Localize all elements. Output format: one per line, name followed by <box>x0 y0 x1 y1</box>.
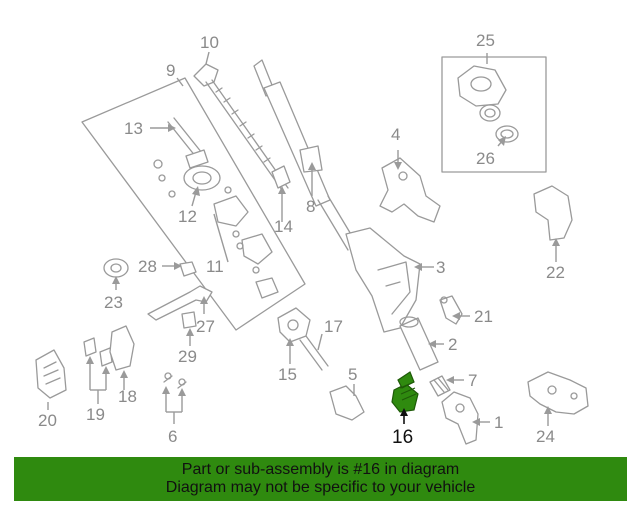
label-part-7: 7 <box>468 371 477 390</box>
label-part-8: 8 <box>306 197 315 216</box>
parts-diagram: 10 9 13 12 11 14 8 4 3 25 26 22 21 2 7 1… <box>35 31 589 448</box>
part-29-shape <box>181 311 197 329</box>
label-part-20: 20 <box>38 411 57 430</box>
label-part-16: 16 <box>392 427 413 448</box>
part-24-shape <box>527 371 589 415</box>
label-part-18: 18 <box>118 387 137 406</box>
label-part-29: 29 <box>178 347 197 366</box>
part-28-shape <box>179 261 197 277</box>
banner-line-part-reference: Part or sub-assembly is #16 in diagram <box>181 461 460 478</box>
banner-line-disclaimer: Diagram may not be specific to your vehi… <box>165 479 476 496</box>
part-3-shape <box>345 227 421 333</box>
label-part-15: 15 <box>278 365 297 384</box>
part-17-shape <box>299 335 329 371</box>
part-26-shape <box>495 125 519 143</box>
label-part-14: 14 <box>274 217 293 236</box>
label-part-2: 2 <box>448 335 457 354</box>
part-11-shape <box>153 159 279 299</box>
label-part-5: 5 <box>348 365 357 384</box>
label-part-19: 19 <box>86 405 105 424</box>
label-part-25: 25 <box>476 31 495 50</box>
part-2-shape <box>399 316 439 371</box>
part-12-shape <box>183 165 221 191</box>
part-info-banner: Part or sub-assembly is #16 in diagram D… <box>14 457 627 501</box>
part-14-shape <box>271 165 291 189</box>
label-part-10: 10 <box>200 33 219 52</box>
part-19-shape <box>83 337 113 367</box>
label-part-23: 23 <box>104 293 123 312</box>
part-8-shape <box>253 59 359 251</box>
part-15-shape <box>277 307 311 343</box>
label-part-21: 21 <box>474 307 493 326</box>
label-part-11: 11 <box>206 257 224 276</box>
leader-lines <box>47 51 560 426</box>
part-25-shape <box>457 65 507 122</box>
label-part-12: 12 <box>178 207 197 226</box>
label-part-24: 24 <box>536 427 555 446</box>
part-5-shape <box>329 385 365 421</box>
label-part-3: 3 <box>436 258 445 277</box>
label-part-6: 6 <box>168 427 177 446</box>
subassembly-box-25 <box>441 56 547 173</box>
part-27-shape <box>147 285 213 321</box>
label-part-9: 9 <box>166 61 175 80</box>
subassembly-box-9 <box>81 77 306 331</box>
part-6-shape <box>163 372 187 389</box>
label-part-28: 28 <box>138 257 157 276</box>
label-part-4: 4 <box>391 125 400 144</box>
part-22-shape <box>533 185 573 241</box>
part-1-shape <box>441 391 479 445</box>
label-part-13: 13 <box>124 119 143 138</box>
label-part-22: 22 <box>546 263 565 282</box>
label-part-1: 1 <box>494 413 503 432</box>
part-18-shape <box>109 325 135 371</box>
part-21-shape <box>439 295 463 325</box>
part-16-shape <box>391 371 419 413</box>
part-20-shape <box>35 349 67 399</box>
label-part-27: 27 <box>196 317 215 336</box>
label-part-26: 26 <box>476 149 495 168</box>
part-4-shape <box>379 157 441 223</box>
part-7-shape <box>429 375 451 397</box>
label-part-17: 17 <box>324 317 343 336</box>
part-23-shape <box>103 258 129 278</box>
part-13-shape <box>167 117 209 169</box>
